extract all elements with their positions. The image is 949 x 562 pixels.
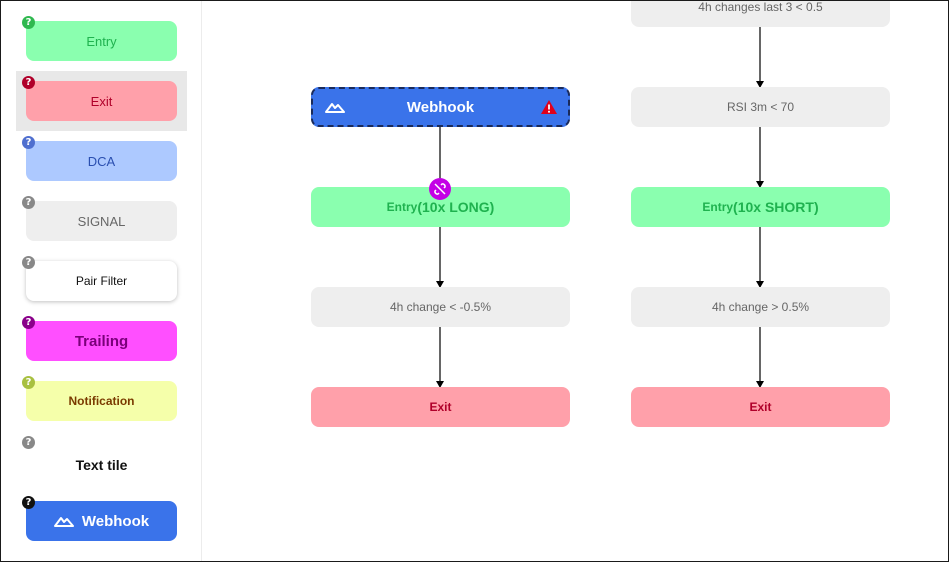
node-exit-left[interactable]: Exit: [311, 387, 570, 427]
help-icon[interactable]: ?: [22, 436, 35, 449]
node-label: Exit: [749, 400, 772, 414]
flow-edges: [436, 27, 764, 388]
palette-tile-signal[interactable]: SIGNAL: [26, 201, 177, 241]
webhook-cloud-icon: [325, 103, 345, 113]
node-condition-left[interactable]: 4h change < -0.5%: [311, 287, 570, 327]
tile-label: SIGNAL: [77, 213, 126, 229]
palette-tile-text[interactable]: Text tile: [26, 445, 177, 485]
node-detail: (10x LONG): [417, 199, 495, 215]
help-icon[interactable]: ?: [22, 196, 35, 209]
webhook-cloud-icon: [53, 517, 74, 527]
tile-palette-sidebar: Entry ? Exit ? DCA ? SIGNAL ? Pair Filte…: [1, 1, 202, 561]
help-icon[interactable]: ?: [22, 136, 35, 149]
tile-label: Trailing: [74, 332, 129, 350]
node-webhook[interactable]: Webhook: [311, 87, 570, 127]
palette-tile-entry[interactable]: Entry: [26, 21, 177, 61]
help-icon[interactable]: ?: [22, 256, 35, 269]
tile-label: DCA: [87, 153, 116, 169]
help-icon[interactable]: ?: [22, 76, 35, 89]
tile-label: Exit: [90, 93, 113, 109]
tile-label: Entry: [86, 33, 117, 49]
node-exit-right[interactable]: Exit: [631, 387, 890, 427]
node-detail: (10x SHORT): [733, 199, 819, 215]
node-label: 4h change < -0.5%: [389, 300, 492, 314]
node-label: RSI 3m < 70: [726, 100, 795, 114]
help-icon[interactable]: ?: [22, 316, 35, 329]
palette-tile-notification[interactable]: Notification: [26, 381, 177, 421]
tile-label: Pair Filter: [75, 274, 128, 288]
flow-canvas[interactable]: Webhook Entry(10x LONG) 4h change < -0.5…: [202, 1, 948, 561]
palette-tile-pair-filter[interactable]: Pair Filter: [26, 261, 177, 301]
warning-icon[interactable]: [540, 99, 558, 115]
help-icon[interactable]: ?: [22, 376, 35, 389]
node-label: Webhook: [406, 98, 475, 116]
node-label: 4h changes last 3 < 0.5: [698, 0, 823, 14]
node-entry-short[interactable]: Entry(10x SHORT): [631, 187, 890, 227]
help-icon[interactable]: ?: [22, 496, 35, 509]
node-label: 4h change > 0.5%: [711, 300, 810, 314]
help-icon[interactable]: ?: [22, 16, 35, 29]
tile-label: Webhook: [81, 512, 150, 530]
node-condition-right[interactable]: 4h change > 0.5%: [631, 287, 890, 327]
node-label: Exit: [429, 400, 452, 414]
unlink-edge-icon[interactable]: [429, 178, 451, 200]
node-label: Entry: [702, 200, 734, 214]
palette-tile-webhook[interactable]: Webhook: [26, 501, 177, 541]
palette-tile-dca[interactable]: DCA: [26, 141, 177, 181]
tile-label: Text tile: [75, 457, 128, 473]
node-condition-top[interactable]: 4h changes last 3 < 0.5: [631, 0, 890, 27]
palette-tile-trailing[interactable]: Trailing: [26, 321, 177, 361]
node-label: Entry: [386, 200, 418, 214]
palette-tile-exit[interactable]: Exit: [26, 81, 177, 121]
node-rsi[interactable]: RSI 3m < 70: [631, 87, 890, 127]
tile-label: Notification: [68, 394, 135, 408]
